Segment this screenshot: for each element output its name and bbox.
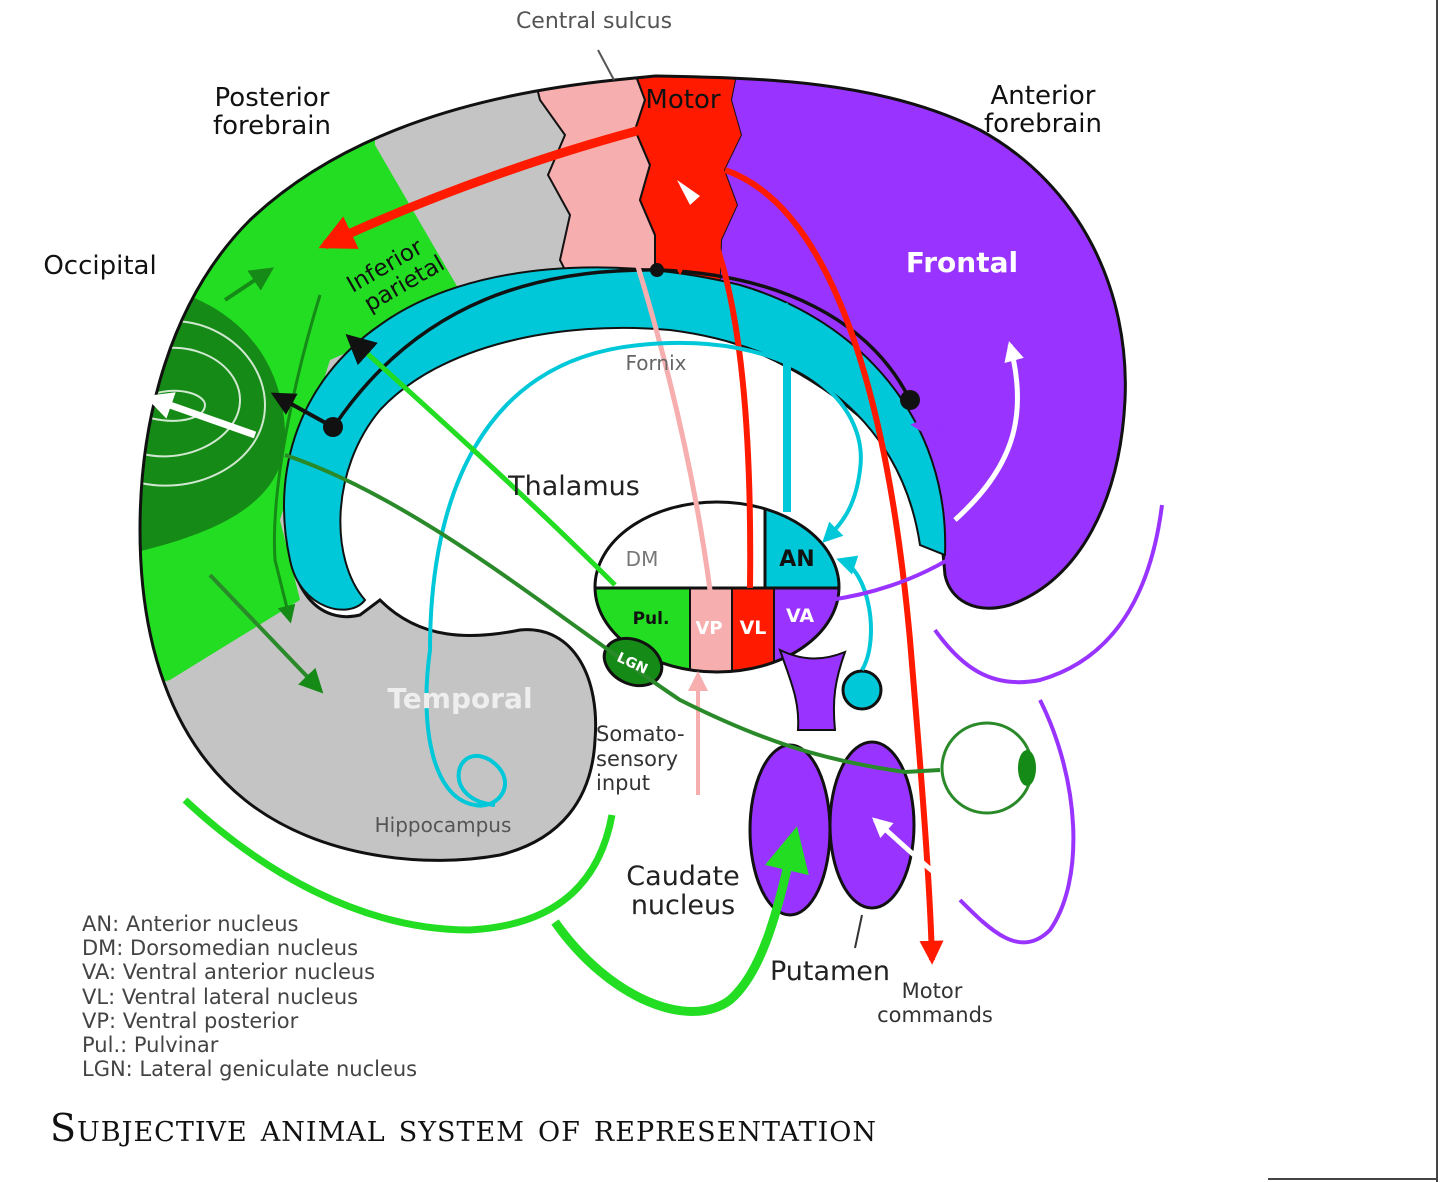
- motor-commands-label-2: commands: [877, 1003, 993, 1027]
- visual-white-arrow: [144, 392, 257, 439]
- vl-label: VL: [740, 617, 767, 639]
- somatosensory-label-1: Somato-: [596, 722, 685, 746]
- purple-loop-upper: [933, 504, 1164, 685]
- frame-bottom-edge: [1268, 1178, 1438, 1180]
- temporal-label: Temporal: [387, 682, 532, 715]
- frontal-label: Frontal: [906, 246, 1018, 279]
- an-label: AN: [779, 547, 814, 572]
- hippocampus-label: Hippocampus: [375, 813, 512, 837]
- ventral-posterior-region: [690, 588, 732, 672]
- motor-parietal-arrow: [318, 120, 662, 250]
- caudate-input-arrow: [551, 826, 809, 1016]
- pul-label: Pul.: [633, 609, 670, 629]
- fornix-band: [283, 266, 947, 611]
- vp-somatosensory-path: [614, 205, 713, 591]
- caudate-body: [748, 743, 832, 917]
- va-label: VA: [786, 605, 814, 627]
- somatosensory-label-2: sensory: [596, 747, 678, 771]
- abbreviation-legend: AN: Anterior nucleus DM: Dorsomedian nuc…: [82, 912, 417, 1081]
- putamen-label: Putamen: [770, 956, 890, 987]
- legend-item: Pul.: Pulvinar: [82, 1033, 219, 1058]
- eye-icon: [940, 721, 1036, 815]
- basal-ganglia: [748, 648, 916, 917]
- legend-item: AN: Anterior nucleus: [82, 912, 299, 936]
- frame-right-edge: [1436, 0, 1438, 1182]
- dm-label: DM: [626, 547, 659, 571]
- somatosensory-label-3: input: [596, 771, 650, 795]
- legend-item: LGN: Lateral geniculate nucleus: [82, 1057, 418, 1082]
- pulvinar-parietal-path: [345, 333, 617, 587]
- central-sulcus-label: Central sulcus: [516, 9, 672, 34]
- posterior-forebrain-label-1: Posterior: [215, 83, 330, 113]
- central-sulcus-pointer: [597, 49, 615, 81]
- motor-label: Motor: [645, 85, 720, 115]
- mammillary-body: [841, 669, 883, 711]
- anterior-forebrain-label-1: Anterior: [991, 81, 1096, 111]
- legend-item: DM: Dorsomedian nucleus: [82, 936, 359, 961]
- frontal-white-arrow: [953, 341, 1024, 522]
- caudate-label-2: nucleus: [631, 890, 735, 921]
- figure-title: Subjective animal system of representati…: [50, 1106, 877, 1150]
- thalamus-label: Thalamus: [507, 471, 640, 502]
- ventral-lateral-region: [732, 588, 774, 672]
- vp-label: VP: [695, 618, 722, 639]
- legend-item: VA: Ventral anterior nucleus: [82, 960, 376, 985]
- caudate-label-1: Caudate: [626, 861, 739, 892]
- posterior-forebrain-label-2: forebrain: [213, 111, 331, 141]
- legend-item: VP: Ventral posterior: [82, 1008, 299, 1033]
- purple-loop-lower: [958, 699, 1076, 945]
- optic-tract: [284, 453, 906, 774]
- motor-commands-label-1: Motor: [902, 979, 963, 1003]
- occipital-label: Occipital: [43, 251, 156, 281]
- hippocampus-green-arc: [182, 797, 616, 934]
- anterior-forebrain-label-2: forebrain: [984, 109, 1102, 139]
- putamen-body: [828, 740, 916, 910]
- legend-item: VL: Ventral lateral nucleus: [82, 984, 359, 1009]
- motor-commands-arrow: [724, 167, 944, 965]
- fornix-label: Fornix: [626, 351, 687, 375]
